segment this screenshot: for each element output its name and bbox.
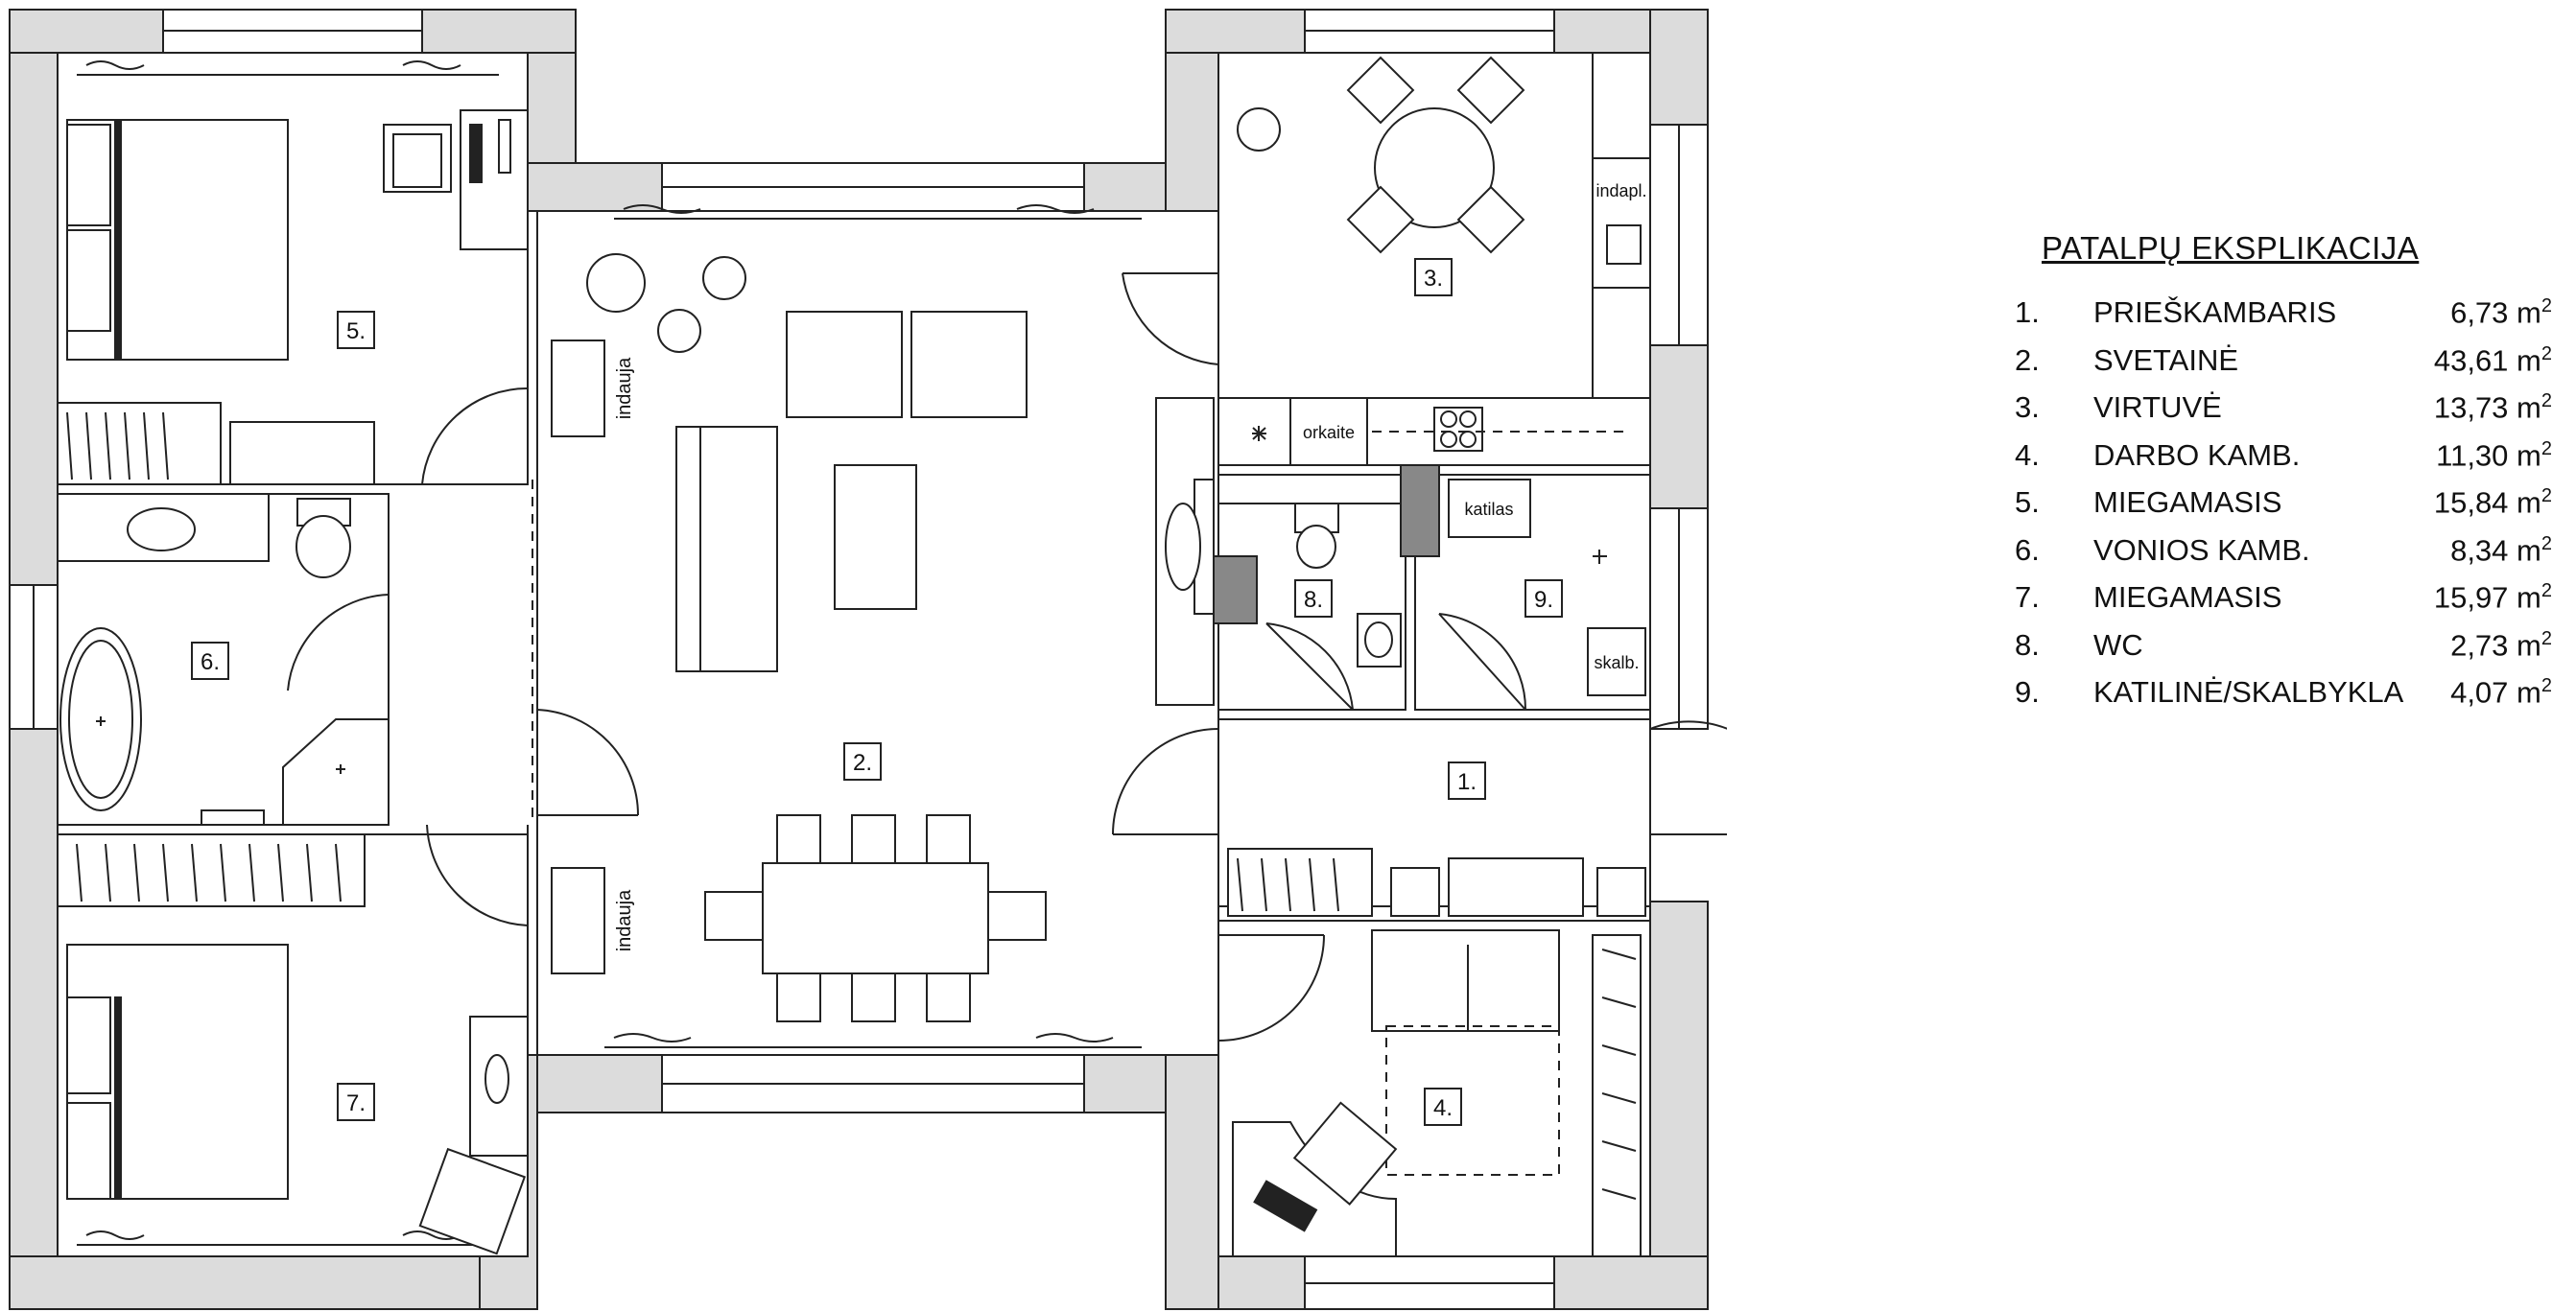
tag-room-7: 7. [346, 1090, 366, 1116]
legend-room-name: KATILINĖ/SKALBYKLA [2093, 675, 2404, 710]
legend-room-area: 11,30 m2 [2436, 437, 2552, 472]
legend-room-name: DARBO KAMB. [2093, 437, 2301, 472]
legend-row: 1. PRIEŠKAMBARIS 6,73 m2 [2015, 295, 2552, 343]
legend-room-area: 4,07 m2 [2450, 675, 2552, 710]
legend-room-area: 2,73 m2 [2450, 627, 2552, 662]
sofa-study [1371, 929, 1560, 1032]
label-indauja-top: indauja [614, 357, 635, 419]
legend-row: 2. SVETAINĖ 43,61 m2 [2015, 343, 2552, 391]
legend-room-area: 15,84 m2 [2433, 485, 2552, 520]
tag-room-6: 6. [201, 649, 220, 675]
round-table [1374, 107, 1495, 228]
study-furniture [1232, 929, 1642, 1257]
curtains [77, 60, 1142, 1246]
legend-room-name: MIEGAMASIS [2093, 485, 2282, 520]
bedroom-5-furniture [57, 109, 529, 485]
tag-room-5: 5. [346, 318, 366, 344]
legend-row: 3. VIRTUVĖ 13,73 m2 [2015, 390, 2552, 438]
legend-room-name: VIRTUVĖ [2093, 390, 2222, 425]
label-katilas: katilas [1464, 500, 1513, 519]
legend-room-number: 8. [2015, 627, 2040, 662]
legend-room-name: SVETAINĖ [2093, 342, 2239, 377]
kitchen-furniture [1217, 52, 1651, 466]
tag-room-9: 9. [1534, 587, 1553, 613]
living-room-furniture [532, 253, 1215, 1022]
legend-row: 8. WC 2,73 m2 [2015, 628, 2552, 676]
hall-furniture [1227, 848, 1646, 917]
floor-plan: indauja indauja indapl. orkaite katilas … [9, 9, 1727, 1310]
door-bedroom-7 [426, 824, 529, 926]
label-indauja-bottom: indauja [614, 889, 635, 951]
wc-boiler-fixtures [1213, 464, 1646, 696]
sofa [675, 426, 778, 672]
legend-room-area: 8,34 m2 [2450, 532, 2552, 567]
legend-room-number: 1. [2015, 295, 2040, 330]
tag-room-4: 4. [1433, 1095, 1453, 1121]
legend-room-number: 9. [2015, 675, 2040, 710]
legend-row: 5. MIEGAMASIS 15,84 m2 [2015, 485, 2552, 533]
legend-room-name: VONIOS KAMB. [2093, 532, 2310, 567]
legend-room-name: MIEGAMASIS [2093, 580, 2282, 615]
tag-room-2: 2. [853, 750, 872, 776]
legend-room-number: 4. [2015, 437, 2040, 472]
legend-row: 7. MIEGAMASIS 15,97 m2 [2015, 580, 2552, 628]
legend-room-name: WC [2093, 627, 2143, 662]
legend-room-area: 6,73 m2 [2450, 295, 2552, 330]
legend-room-number: 5. [2015, 485, 2040, 520]
label-skalb: skalb. [1594, 653, 1639, 672]
legend-row: 6. VONIOS KAMB. 8,34 m2 [2015, 533, 2552, 581]
legend-title: PATALPŲ EKSPLIKACIJA [2042, 230, 2420, 266]
room-explication-legend: PATALPŲ EKSPLIKACIJA 1. PRIEŠKAMBARIS 6,73… [2015, 230, 2552, 723]
door-bedroom-5 [421, 387, 529, 485]
tag-room-8: 8. [1304, 587, 1323, 613]
doors-living [536, 272, 1219, 816]
door-study [1217, 934, 1325, 1042]
legend-room-area: 15,97 m2 [2433, 580, 2552, 615]
tag-room-1: 1. [1457, 769, 1477, 795]
legend-room-area: 13,73 m2 [2433, 390, 2552, 425]
legend-room-number: 6. [2015, 532, 2040, 567]
bedroom-7-furniture [57, 833, 529, 1255]
legend-room-area: 43,61 m2 [2433, 342, 2552, 377]
label-indapl: indapl. [1595, 181, 1646, 200]
doors-wc-boiler [1265, 613, 1527, 711]
wardrobe-top [57, 402, 222, 485]
room-tags [191, 258, 1563, 1126]
washbasin [127, 507, 196, 551]
label-orkaite: orkaite [1303, 423, 1355, 442]
legend-room-name: PRIEŠKAMBARIS [2093, 295, 2337, 330]
bathroom-fixtures [57, 493, 390, 826]
legend-room-number: 7. [2015, 580, 2040, 615]
legend-rows: 1. PRIEŠKAMBARIS 6,73 m2 2. SVETAINĖ 43,61 m2… [2015, 295, 2552, 723]
coffee-table [834, 464, 917, 610]
legend-row: 4. DARBO KAMB. 11,30 m2 [2015, 438, 2552, 486]
legend-room-number: 2. [2015, 342, 2040, 377]
door-bathroom [287, 594, 390, 691]
legend-room-number: 3. [2015, 390, 2040, 425]
legend-row: 9. KATILINĖ/SKALBYKLA 4,07 m2 [2015, 675, 2552, 723]
tag-room-3: 3. [1424, 266, 1443, 292]
doors-hall [1112, 720, 1727, 835]
dining-table [762, 862, 989, 974]
